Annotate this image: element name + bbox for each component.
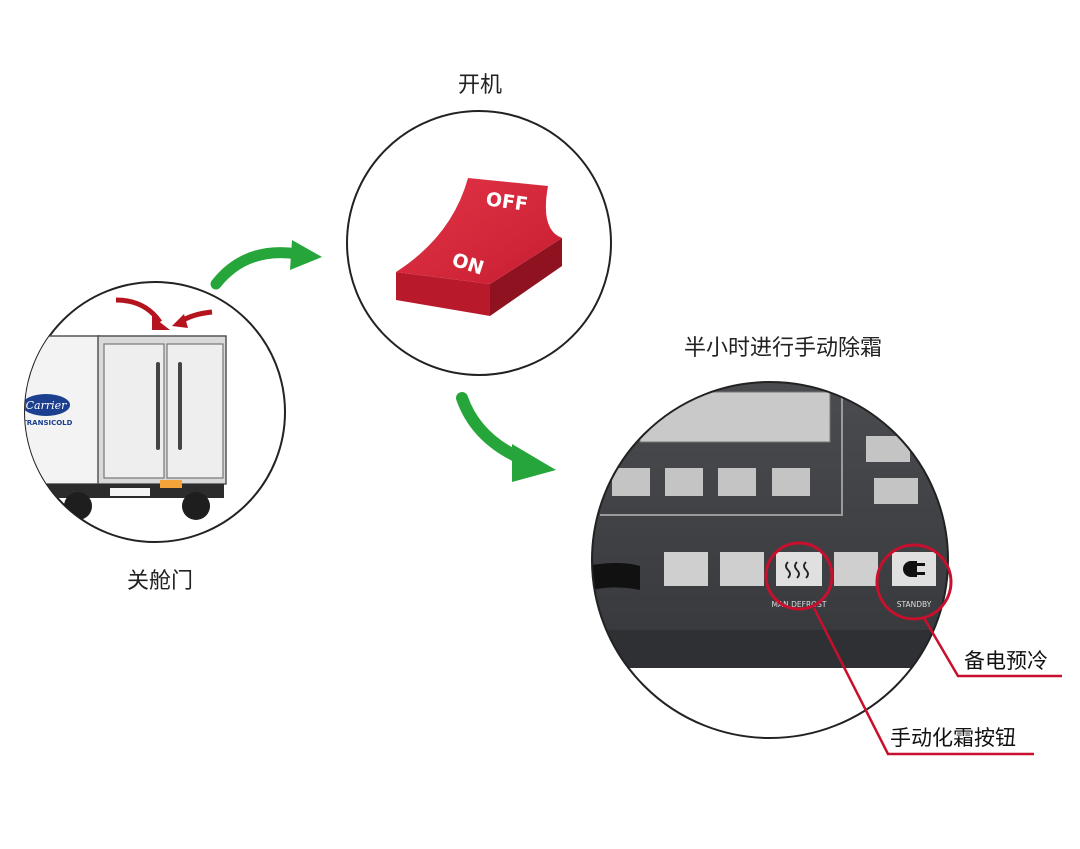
flow-arrow-1 (210, 240, 322, 290)
truck-right-door (166, 343, 224, 479)
truck-step-group: Carrier TRANSICOLD (22, 281, 286, 543)
control-panel-illustration: MAN.DEFROST STANDBY (592, 382, 948, 738)
truck-wheel-1 (64, 492, 92, 520)
carrier-logo (25, 394, 70, 416)
truck-wheel-2 (182, 492, 210, 520)
step-label-defrost: 半小时进行手动除霜 (683, 336, 883, 361)
panel-key-lower-1 (664, 552, 708, 586)
door-handle-right (178, 362, 182, 450)
panel-subframe (600, 392, 843, 516)
panel-key-upper-2 (665, 468, 703, 496)
carrier-logo-text: Carrier (26, 399, 68, 412)
rocker-switch-illustration: OFF ON (396, 178, 562, 316)
panel-display (639, 391, 831, 443)
man-defrost-caption: MAN.DEFROST (772, 600, 827, 609)
callout-defrost-button: 手动化霜按钮 (890, 726, 1016, 750)
door-handle-left (156, 362, 160, 450)
door-close-arrowhead-left (152, 316, 170, 330)
panel-key-upper-3 (718, 468, 756, 496)
man-defrost-button (776, 552, 822, 586)
defrost-highlight-ring (764, 541, 834, 611)
panel-key-upper-4 (772, 468, 810, 496)
defrost-leader-line (812, 607, 1034, 756)
step-label-power-on: 开机 (457, 73, 503, 98)
callout-standby: 备电预冷 (964, 649, 1048, 673)
flow-arrow-2 (456, 392, 556, 482)
panel-step-group: MAN.DEFROST STANDBY (591, 381, 1062, 756)
panel-key-right-2 (874, 478, 918, 504)
standby-highlight-ring (875, 543, 953, 621)
switch-top-face (396, 178, 562, 284)
truck-rear-light (160, 480, 182, 488)
panel-key-right-1 (866, 436, 910, 462)
door-close-arrow-left (115, 297, 163, 324)
standby-leader-line (922, 617, 1062, 678)
standby-caption: STANDBY (897, 600, 932, 609)
step-label-close-door: 关舱门 (126, 569, 194, 594)
plug-icon (903, 561, 925, 577)
transicold-logo-text: TRANSICOLD (22, 419, 73, 427)
switch-base-front (396, 272, 490, 316)
switch-step-group: OFF ON (346, 110, 612, 376)
truck-left-door (103, 343, 165, 479)
panel-key-upper-1 (612, 468, 650, 496)
door-close-arrowhead-right (172, 314, 188, 328)
defrost-icon (785, 561, 809, 579)
panel-key-lower-2 (720, 552, 764, 586)
truck-illustration: Carrier TRANSICOLD (22, 335, 227, 520)
panel-cable (592, 563, 640, 592)
truck-plate (110, 488, 150, 496)
switch-side (490, 238, 562, 316)
panel-ledge (592, 630, 948, 668)
panel-circle-outline (591, 381, 949, 739)
panel-key-lower-4 (834, 552, 878, 586)
